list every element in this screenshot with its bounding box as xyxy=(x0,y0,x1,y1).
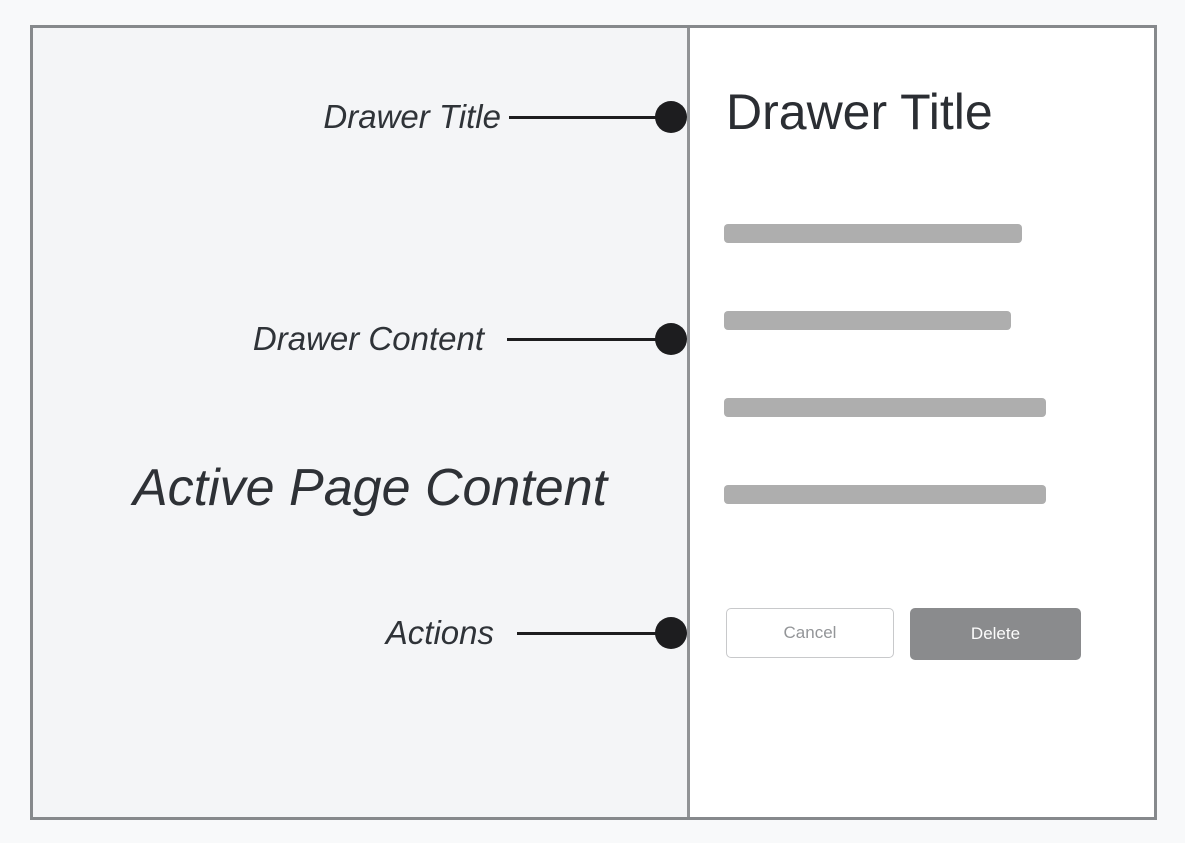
cancel-button[interactable]: Cancel xyxy=(726,608,894,658)
annotation-drawer-title: Drawer Title xyxy=(323,100,687,134)
annotation-drawer-content-label: Drawer Content xyxy=(252,320,484,357)
connector-line xyxy=(517,631,657,635)
content-placeholder-bar xyxy=(724,485,1046,504)
connector-line xyxy=(509,115,657,119)
annotation-drawer-content: Drawer Content xyxy=(253,322,687,356)
annotation-actions: Actions xyxy=(386,616,687,650)
active-page-panel: Drawer Title Drawer Content Actions Acti… xyxy=(33,28,687,817)
content-placeholder-bar xyxy=(724,224,1022,243)
annotation-actions-label: Actions xyxy=(385,614,494,651)
active-page-content-label: Active Page Content xyxy=(133,459,608,517)
connector-dot xyxy=(655,617,687,649)
drawer-title: Drawer Title xyxy=(726,84,993,140)
annotation-drawer-title-label: Drawer Title xyxy=(323,98,501,135)
wireframe-frame: Drawer Title Drawer Content Actions Acti… xyxy=(30,25,1157,820)
drawer-panel: Drawer Title Cancel Delete xyxy=(690,28,1154,817)
drawer-content-bars xyxy=(724,224,1046,504)
content-placeholder-bar xyxy=(724,398,1046,417)
drawer-actions: Cancel Delete xyxy=(726,608,1081,660)
connector-dot xyxy=(655,101,687,133)
drawer-divider xyxy=(687,28,690,817)
content-placeholder-bar xyxy=(724,311,1011,330)
connector-dot xyxy=(655,323,687,355)
connector-line xyxy=(507,337,657,341)
delete-button[interactable]: Delete xyxy=(910,608,1081,660)
